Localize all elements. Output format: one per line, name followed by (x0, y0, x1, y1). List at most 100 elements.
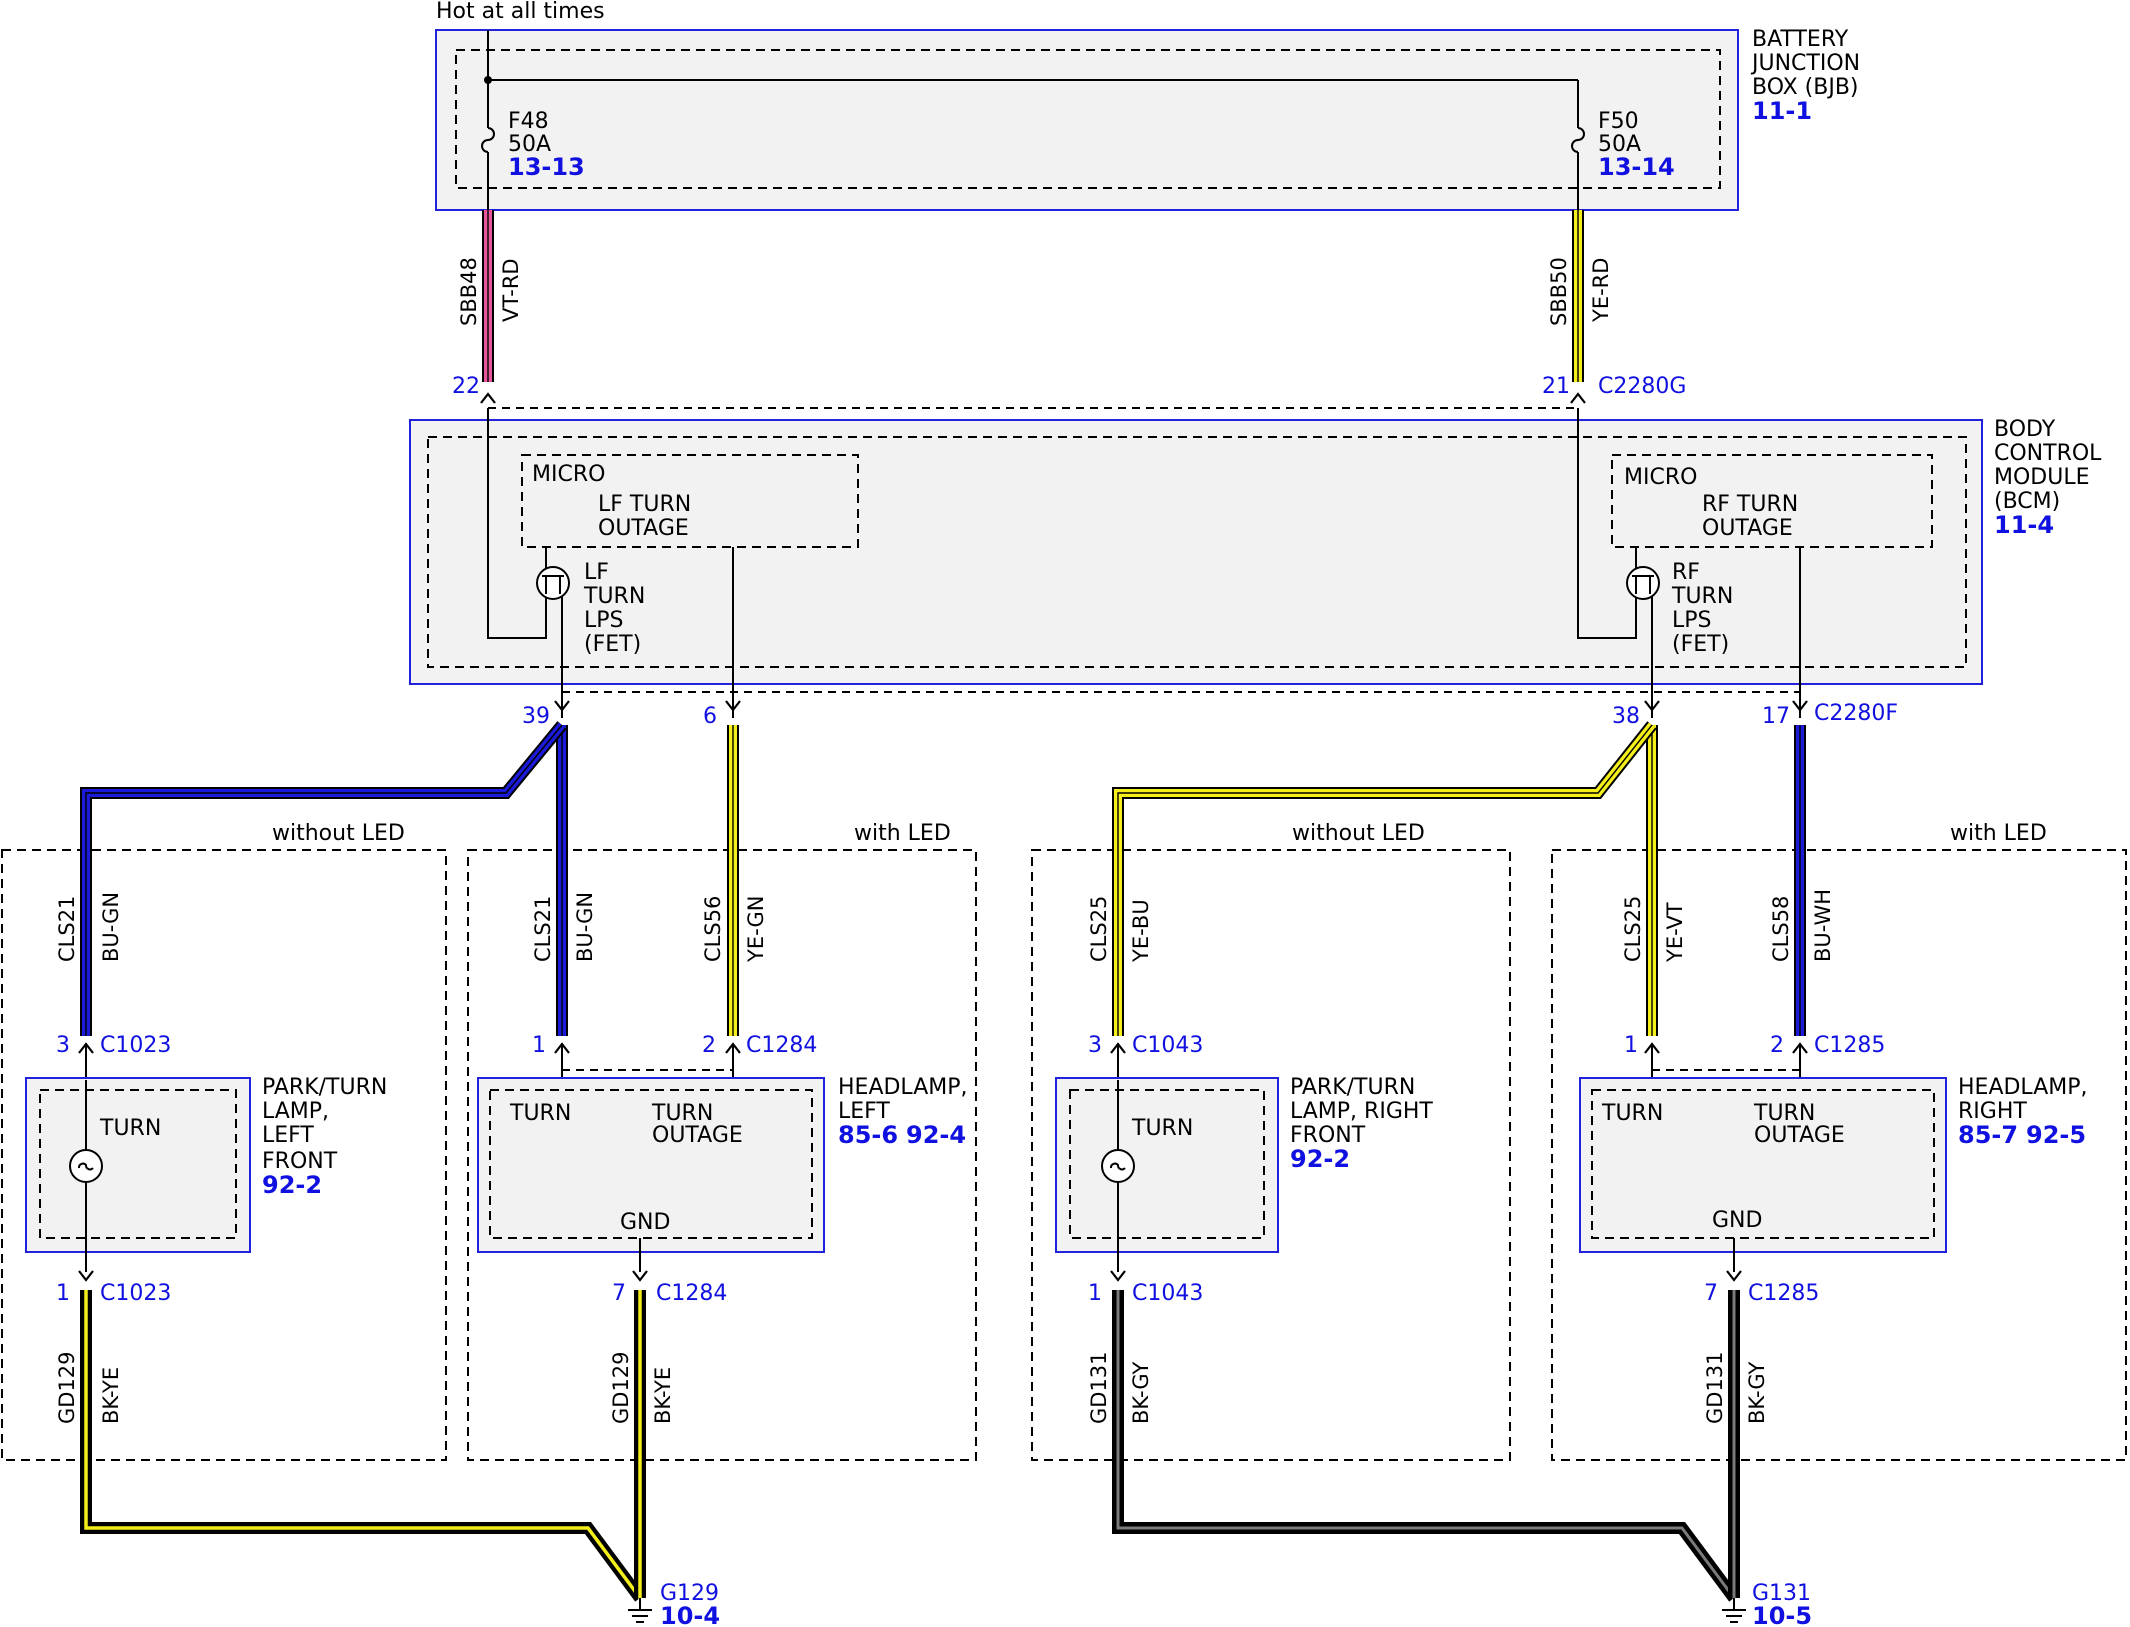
wire-cls56-circuit: CLS56 (701, 896, 725, 962)
body-control-module (409, 408, 1983, 700)
head-left-pin-a: 1 (532, 1033, 546, 1058)
variant-right-without-led (1031, 849, 1511, 1461)
head-left-outage-2: OUTAGE (652, 1123, 743, 1148)
wire-cls21-b-circuit: CLS21 (531, 896, 555, 962)
park-right-turn-label: TURN (1131, 1116, 1193, 1141)
headlamp-right (1579, 1077, 1947, 1272)
park-right-title-2: LAMP, RIGHT (1290, 1099, 1433, 1124)
bcm-outage-left-line-2: OUTAGE (598, 516, 689, 541)
wire-sbb48-color: VT-RD (499, 258, 523, 322)
pin-bcm-21: 21 (1542, 374, 1570, 399)
bcm-outage-right-line-2: OUTAGE (1702, 516, 1793, 541)
bcm-outage-left-line-1: LF TURN (598, 492, 691, 517)
wire-cls21-b-color: BU-GN (573, 892, 597, 962)
connector-c2280f: C2280F (1814, 701, 1898, 726)
bcm-micro-left (521, 454, 859, 548)
ground-g129-ref[interactable]: 10-4 (660, 1602, 720, 1627)
park-left-turn-label: TURN (99, 1116, 161, 1141)
ground-g131-ref[interactable]: 10-5 (1752, 1602, 1812, 1627)
pin-bcm-17: 17 (1762, 704, 1790, 729)
bulb-right-icon (1101, 1149, 1135, 1183)
bcm-title-line-3: MODULE (1994, 465, 2090, 490)
bcm-fet-left-line-1: LF (584, 560, 609, 585)
head-left-conn-bottom: C1284 (656, 1281, 727, 1306)
park-right-pin-bottom: 1 (1088, 1281, 1102, 1306)
fuse-f50-ref[interactable]: 13-14 (1598, 153, 1675, 181)
variant-left-without-label: without LED (272, 821, 405, 846)
park-left-title-2: LAMP, (262, 1099, 329, 1124)
wire-gd131-a-circuit: GD131 (1087, 1351, 1111, 1424)
wire-sbb48-circuit: SBB48 (457, 257, 481, 326)
variant-left-with-label: with LED (854, 821, 951, 846)
bjb-title-line-3: BOX (BJB) (1752, 75, 1859, 100)
park-left-title-3: LEFT (262, 1123, 314, 1148)
head-right-outage-2: OUTAGE (1754, 1123, 1845, 1148)
battery-junction-box (435, 29, 1739, 211)
bcm-fet-right-line-3: LPS (1672, 608, 1712, 633)
head-left-ref-1[interactable]: 85-6 (838, 1121, 898, 1149)
head-left-title-2: LEFT (838, 1099, 890, 1124)
bcm-fet-left-line-4: (FET) (584, 632, 641, 657)
pin-bcm-22: 22 (452, 374, 480, 399)
park-left-pin-top: 3 (56, 1033, 70, 1058)
bjb-ref[interactable]: 11-1 (1752, 97, 1812, 125)
park-right-ref[interactable]: 92-2 (1290, 1145, 1350, 1173)
bjb-title-line-2: JUNCTION (1750, 51, 1860, 76)
head-left-turn-label: TURN (509, 1101, 571, 1126)
fuse-f50-id: F50 (1598, 109, 1639, 134)
head-right-pin-b: 2 (1770, 1033, 1784, 1058)
fuse-f48-id: F48 (508, 109, 549, 134)
bcm-outage-right-line-1: RF TURN (1702, 492, 1798, 517)
fuse-f50-rating: 50A (1598, 132, 1641, 157)
ground-g131-icon (1722, 1598, 1746, 1623)
park-left-conn-bottom: C1023 (100, 1281, 171, 1306)
fuse-f48-symbol (481, 127, 495, 153)
variant-left-with-led (467, 849, 977, 1461)
wire-gd131 (1112, 1290, 1740, 1602)
wire-cls25-a-color: YE-BU (1129, 899, 1153, 963)
head-left-ref-2[interactable]: 92-4 (906, 1121, 966, 1149)
wire-gd129-b-circuit: GD129 (609, 1351, 633, 1424)
bcm-title-line-2: CONTROL (1994, 441, 2102, 466)
wire-gd129-a-color: BK-YE (99, 1367, 123, 1424)
head-left-pin-bottom: 7 (612, 1281, 626, 1306)
head-right-title-1: HEADLAMP, (1958, 1075, 2088, 1100)
bcm-fet-right-line-2: TURN (1671, 584, 1733, 609)
variant-left-without-led (1, 849, 447, 1461)
head-right-outage-1: TURN (1753, 1101, 1815, 1126)
variant-right-with-label: with LED (1950, 821, 2047, 846)
head-right-conn-top: C1285 (1814, 1033, 1885, 1058)
wire-cls58-circuit: CLS58 (1769, 896, 1793, 962)
bulb-left-icon (69, 1149, 103, 1183)
head-right-ref-1[interactable]: 85-7 (1958, 1121, 2018, 1149)
park-left-conn-top: C1023 (100, 1033, 171, 1058)
connector-c2280g: C2280G (1598, 374, 1686, 399)
head-left-title-1: HEADLAMP, (838, 1075, 968, 1100)
wire-cls25-a-circuit: CLS25 (1087, 896, 1111, 962)
bcm-micro-right (1611, 454, 1933, 548)
wire-cls21-a-color: BU-GN (99, 892, 123, 962)
head-right-ref-2[interactable]: 92-5 (2026, 1121, 2086, 1149)
bcm-micro-left-label: MICRO (532, 462, 605, 487)
park-left-title-1: PARK/TURN (262, 1075, 387, 1100)
bcm-fet-right-line-1: RF (1672, 560, 1700, 585)
fuse-f48-ref[interactable]: 13-13 (508, 153, 585, 181)
bcm-title-line-1: BODY (1994, 417, 2056, 442)
park-right-title-1: PARK/TURN (1290, 1075, 1415, 1100)
wire-gd129-a-circuit: GD129 (55, 1351, 79, 1424)
ground-g129-id: G129 (660, 1581, 719, 1606)
park-left-ref[interactable]: 92-2 (262, 1171, 322, 1199)
bcm-fet-left-line-2: TURN (583, 584, 645, 609)
head-left-gnd: GND (620, 1210, 670, 1235)
ground-g131-id: G131 (1752, 1581, 1811, 1606)
bcm-micro-right-label: MICRO (1624, 465, 1697, 490)
wire-sbb50-color: YE-RD (1589, 258, 1613, 323)
park-turn-lamp-right (1055, 1077, 1279, 1272)
park-right-conn-top: C1043 (1132, 1033, 1203, 1058)
head-left-pin-b: 2 (702, 1033, 716, 1058)
variant-right-with-led (1551, 849, 2127, 1461)
head-left-conn-top: C1284 (746, 1033, 817, 1058)
fuse-f48-rating: 50A (508, 132, 551, 157)
bcm-ref[interactable]: 11-4 (1994, 511, 2054, 539)
